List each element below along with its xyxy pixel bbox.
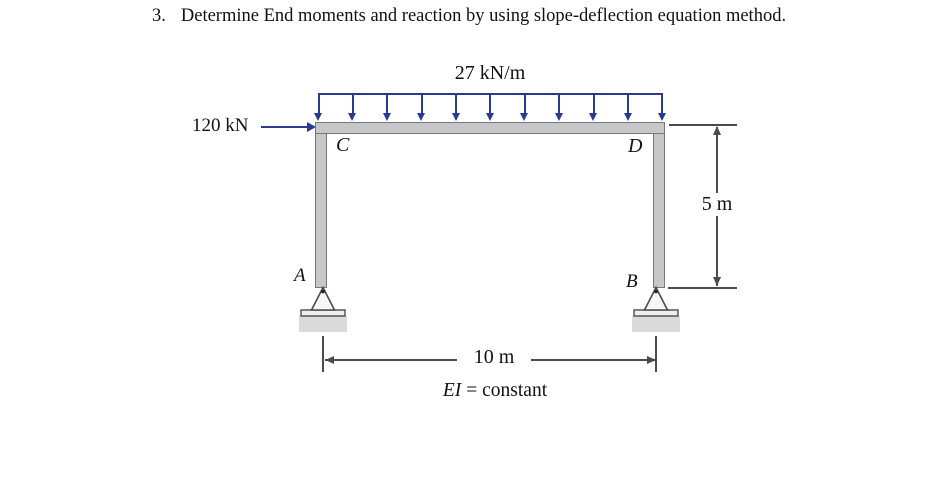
down-arrow-icon — [713, 277, 721, 286]
left-arrow-icon — [325, 356, 334, 364]
extension-line-top — [669, 124, 737, 126]
down-load-arrow-icon — [314, 95, 323, 121]
ground-block — [299, 316, 347, 332]
distributed-load-line — [318, 93, 663, 95]
down-load-arrow-icon — [348, 95, 357, 121]
right-arrow-icon — [647, 356, 656, 364]
pin-dot — [654, 289, 658, 294]
dimension-label-5m: 5 m — [691, 193, 743, 216]
problem-number: 3. — [152, 6, 166, 26]
problem-text: Determine End moments and reaction by us… — [180, 6, 787, 26]
pin-dot — [321, 289, 325, 294]
down-load-arrow-icon — [623, 95, 633, 121]
pin-triangle — [643, 286, 669, 311]
distributed-load-label: 27 kN/m — [454, 62, 526, 84]
ei-symbol: EI — [442, 380, 462, 401]
extension-line-left — [322, 336, 324, 372]
frame-beam — [315, 122, 665, 134]
down-load-arrow-icon — [451, 95, 461, 121]
joint-label-a: A — [294, 265, 306, 286]
ei-constant-note: EI= constant — [420, 380, 570, 402]
pin-support-b-icon — [632, 286, 680, 332]
down-load-arrow-icon — [520, 95, 529, 121]
dimension-label-10m: 10 m — [457, 346, 531, 369]
extension-line-bottom — [668, 287, 737, 289]
base-plate — [633, 309, 679, 317]
point-load-label: 120 kN — [192, 115, 249, 136]
problem-statement: 3. Determine End moments and reaction by … — [152, 6, 786, 27]
pin-support-a-icon — [299, 286, 347, 332]
ground-block — [632, 316, 680, 332]
down-load-arrow-icon — [554, 95, 564, 121]
down-load-arrow-icon — [485, 95, 495, 121]
extension-line-right — [655, 336, 657, 372]
joint-label-d: D — [628, 135, 643, 157]
base-plate — [300, 309, 346, 317]
frame-column-right — [653, 122, 665, 288]
down-load-arrow-icon — [657, 95, 667, 121]
up-arrow-icon — [713, 126, 721, 135]
joint-label-c: C — [336, 134, 350, 156]
joint-label-b: B — [626, 271, 638, 292]
down-load-arrow-icon — [382, 95, 392, 121]
down-load-arrow-icon — [589, 95, 598, 121]
distributed-load-arrows — [314, 95, 667, 121]
down-load-arrow-icon — [417, 95, 426, 121]
ei-rest: = constant — [466, 380, 548, 401]
frame-column-left — [315, 122, 327, 288]
pin-triangle — [310, 286, 336, 311]
right-arrow-icon — [307, 122, 316, 132]
point-load-arrow-line — [261, 126, 307, 128]
